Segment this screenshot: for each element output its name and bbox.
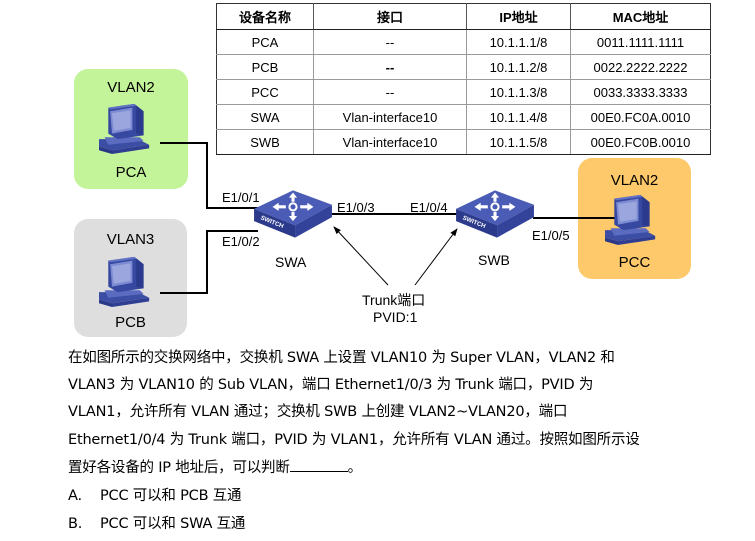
cell-ip: 10.1.1.4/8	[466, 104, 571, 130]
question-line-5-end: 。	[347, 460, 363, 476]
port-label-e1-0-5: E1/0/5	[532, 228, 570, 243]
header-device-name: 设备名称	[216, 3, 314, 30]
cell-ip: 10.1.1.2/8	[466, 54, 571, 80]
port-label-e1-0-4: E1/0/4	[410, 200, 448, 215]
table-row: PCA -- 10.1.1.1/8 0011.1111.1111	[216, 29, 711, 55]
vlan-label: VLAN2	[107, 79, 155, 96]
table-row: PCB -- 10.1.1.2/8 0022.2222.2222	[216, 54, 711, 80]
cell-ip: 10.1.1.5/8	[466, 129, 571, 155]
question-line-3: VLAN1，允许所有 VLAN 通过；交换机 SWB 上创建 VLAN2~VLA…	[68, 404, 568, 420]
answer-blank	[289, 459, 348, 472]
link-pcb-swa	[160, 230, 258, 294]
port-label-e1-0-2: E1/0/2	[222, 234, 260, 249]
vlan-box-pca: VLAN2 PCA	[74, 69, 188, 189]
cell-mac: 00E0.FC0B.0010	[570, 129, 711, 155]
link-pca-swa	[160, 142, 260, 209]
device-table: 设备名称 接口 IP地址 MAC地址 PCA -- 10.1.1.1/8 001…	[216, 3, 711, 155]
cell-ip: 10.1.1.3/8	[466, 79, 571, 105]
cell-interface: --	[313, 79, 467, 105]
swb-label: SWB	[478, 252, 510, 268]
swb-switch-icon	[456, 190, 534, 238]
trunk-annotation-line2: PVID:1	[373, 309, 418, 325]
vlan-label: VLAN2	[610, 172, 659, 189]
question-line-1: 在如图所示的交换网络中，交换机 SWA 上设置 VLAN10 为 Super V…	[68, 350, 615, 366]
question-line-2: VLAN3 为 VLAN10 的 Sub VLAN，端口 Ethernet1/0…	[68, 377, 594, 393]
port-label-e1-0-3: E1/0/3	[337, 200, 375, 215]
cell-interface: Vlan-interface10	[313, 129, 467, 155]
header-interface: 接口	[313, 3, 467, 30]
trunk-arrows	[333, 226, 458, 286]
table-row: SWB Vlan-interface10 10.1.1.5/8 00E0.FC0…	[216, 129, 711, 155]
arrow-to-swa-trunk	[333, 226, 389, 286]
option-a[interactable]: A. PCC 可以和 PCB 互通	[68, 484, 242, 505]
network-diagram: SWITCH	[99, 103, 656, 307]
swa-label: SWA	[275, 254, 307, 270]
port-label-e1-0-1: E1/0/1	[222, 190, 260, 205]
question-line-5: 置好各设备的 IP 地址后，可以判断 。	[68, 456, 362, 477]
option-a-letter: A.	[68, 488, 82, 504]
arrow-to-swb-trunk	[414, 228, 458, 286]
option-b[interactable]: B. PCC 可以和 SWA 互通	[68, 512, 245, 533]
cell-mac: 0033.3333.3333	[570, 79, 711, 105]
cell-ip: 10.1.1.1/8	[466, 29, 571, 55]
option-b-letter: B.	[68, 516, 83, 532]
vlan-label: VLAN3	[106, 231, 155, 248]
swa-switch-icon	[254, 190, 332, 238]
table-header-row: 设备名称 接口 IP地址 MAC地址	[216, 3, 711, 30]
cell-device: SWB	[216, 129, 314, 155]
links	[160, 142, 620, 294]
cell-interface: Vlan-interface10	[313, 104, 467, 130]
table-row: SWA Vlan-interface10 10.1.1.4/8 00E0.FC0…	[216, 104, 711, 130]
pca-computer-icon	[99, 103, 150, 154]
cell-mac: 0011.1111.1111	[570, 29, 711, 55]
pcb-computer-icon	[99, 256, 150, 307]
pc-name-label: PCB	[115, 314, 146, 331]
option-a-text: PCC 可以和 PCB 互通	[100, 488, 242, 504]
pc-name-label: PCA	[115, 164, 147, 181]
header-mac: MAC地址	[570, 3, 711, 30]
pc-name-label: PCC	[618, 254, 651, 271]
trunk-annotation-line1: Trunk端口	[362, 292, 426, 308]
option-b-text: PCC 可以和 SWA 互通	[100, 516, 246, 532]
question-line-5-text: 置好各设备的 IP 地址后，可以判断	[68, 460, 290, 476]
cell-device: SWA	[216, 104, 314, 130]
question-line-4: Ethernet1/0/4 为 Trunk 端口，PVID 为 VLAN1，允许…	[68, 432, 640, 448]
pcc-computer-icon	[605, 194, 656, 245]
